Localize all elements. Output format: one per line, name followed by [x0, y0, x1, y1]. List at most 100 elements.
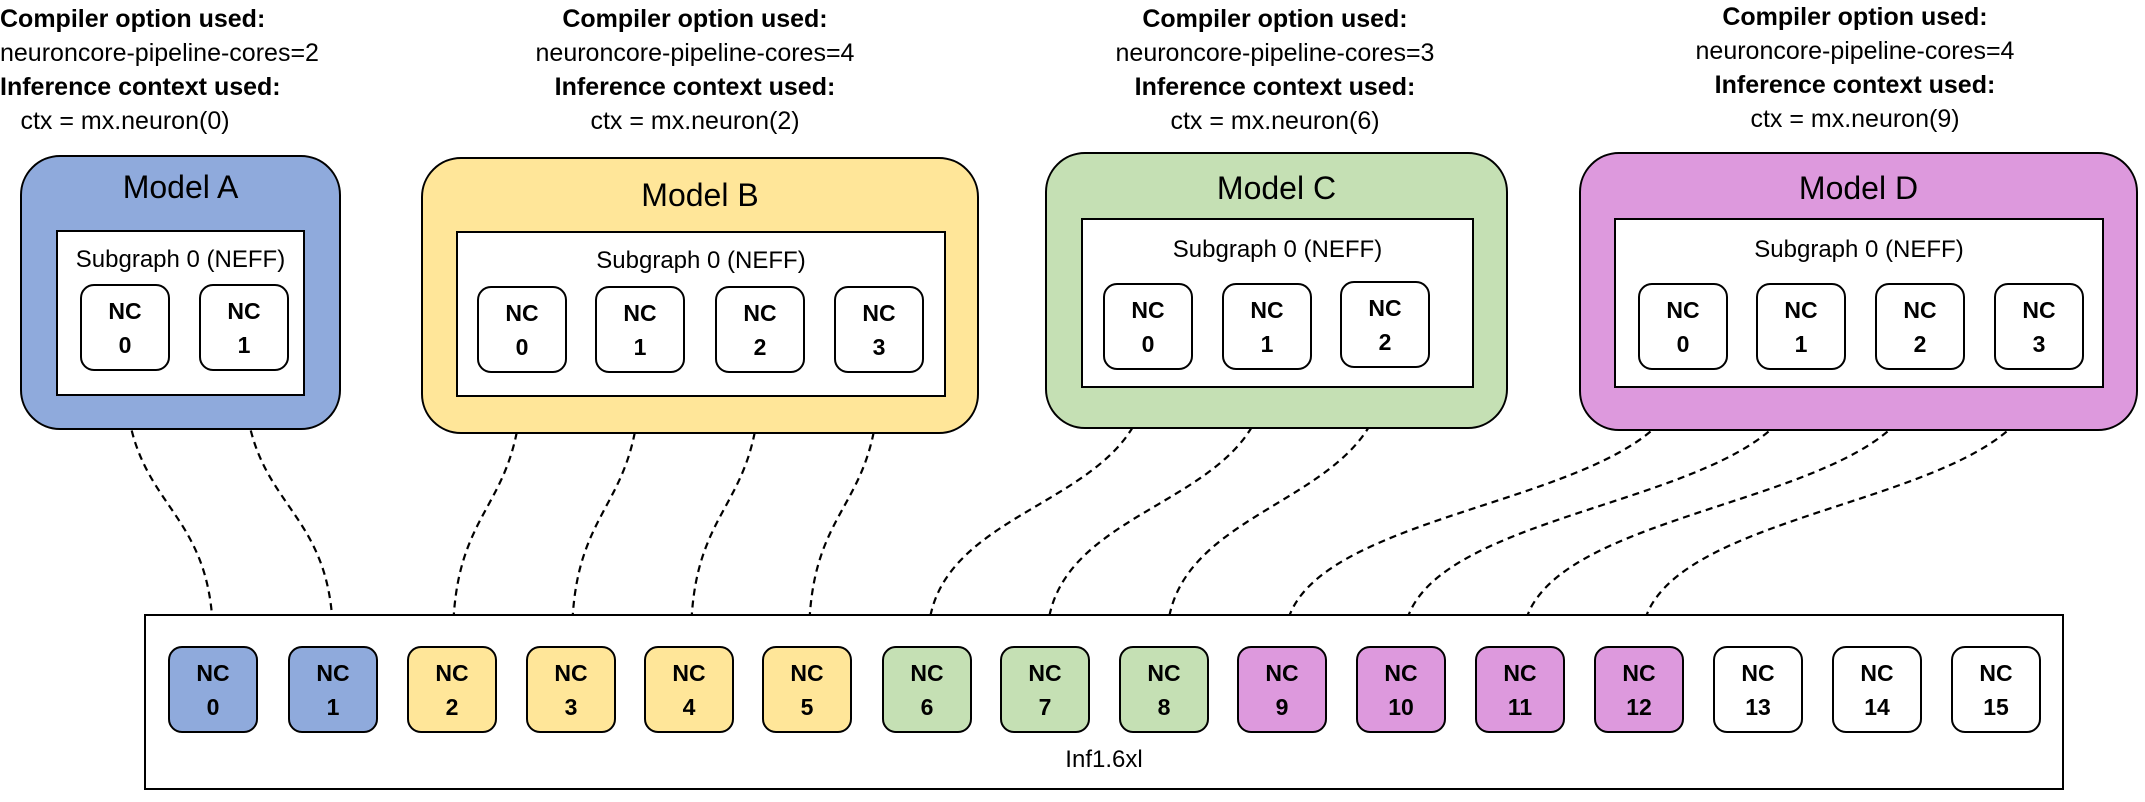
- model-title: Model C: [1216, 170, 1337, 206]
- instance-core-8: NC 8: [1119, 646, 1209, 733]
- core-label: NC: [435, 659, 469, 686]
- subgraph-title: Subgraph 0 (NEFF): [596, 247, 806, 274]
- core-index: 6: [920, 693, 934, 720]
- instance-core-2: NC 2: [407, 646, 497, 733]
- core-label: NC: [672, 659, 706, 686]
- core-index: 3: [872, 333, 886, 360]
- mapping-arrow-12: [1640, 369, 2041, 647]
- compiler-option-label: Compiler option used:: [1722, 3, 1988, 31]
- model-c-core-2: NC 2: [1340, 281, 1430, 368]
- model-c-core-0: NC 0: [1103, 283, 1193, 370]
- core-index: 8: [1157, 693, 1171, 720]
- caption-model-c: Compiler option used: neuroncore-pipelin…: [1090, 2, 1460, 138]
- core-label: NC: [1784, 296, 1818, 323]
- caption-model-a: Compiler option used: neuroncore-pipelin…: [0, 2, 319, 138]
- inference-context-value: ctx = mx.neuron(9): [1750, 105, 1960, 133]
- caption-model-d: Compiler option used: neuroncore-pipelin…: [1670, 0, 2040, 136]
- core-index: 0: [206, 693, 220, 720]
- compiler-option-label: Compiler option used:: [0, 5, 266, 33]
- core-index: 1: [1794, 330, 1808, 357]
- core-label: NC: [1503, 659, 1537, 686]
- core-index: 13: [1745, 693, 1771, 720]
- model-b-core-0: NC 0: [477, 286, 567, 373]
- core-label: NC: [554, 659, 588, 686]
- model-d-core-2: NC 2: [1875, 283, 1965, 370]
- mapping-arrow-4: [689, 372, 762, 647]
- core-label: NC: [108, 297, 142, 324]
- core-label: NC: [227, 297, 261, 324]
- core-label: NC: [1741, 659, 1775, 686]
- core-label: NC: [1147, 659, 1181, 686]
- model-b-core-2: NC 2: [715, 286, 805, 373]
- core-index: 1: [237, 331, 251, 358]
- model-b-core-1: NC 1: [595, 286, 685, 373]
- inference-context-label: Inference context used:: [1714, 71, 1996, 99]
- compiler-option-value: neuroncore-pipeline-cores=2: [0, 39, 319, 67]
- core-label: NC: [316, 659, 350, 686]
- core-index: 15: [1983, 693, 2009, 720]
- core-index: 12: [1626, 693, 1652, 720]
- core-index: 4: [682, 693, 696, 720]
- core-label: NC: [1265, 659, 1299, 686]
- core-label: NC: [1384, 659, 1418, 686]
- model-d-core-3: NC 3: [1994, 283, 2084, 370]
- core-index: 7: [1038, 693, 1052, 720]
- instance-core-5: NC 5: [762, 646, 852, 733]
- core-label: NC: [1979, 659, 2013, 686]
- model-title: Model A: [122, 169, 239, 205]
- core-label: NC: [1131, 296, 1165, 323]
- mapping-arrow-3: [570, 372, 642, 647]
- inference-context-label: Inference context used:: [1134, 73, 1416, 101]
- instance-core-6: NC 6: [882, 646, 972, 733]
- core-index: 1: [326, 693, 340, 720]
- core-label: NC: [862, 299, 896, 326]
- core-label: NC: [196, 659, 230, 686]
- core-index: 0: [1141, 330, 1155, 357]
- model-d-core-1: NC 1: [1756, 283, 1846, 370]
- mapping-arrow-10: [1402, 369, 1803, 647]
- core-label: NC: [505, 299, 539, 326]
- core-label: NC: [623, 299, 657, 326]
- subgraph-title: Subgraph 0 (NEFF): [1754, 236, 1964, 263]
- core-index: 11: [1507, 693, 1533, 720]
- instance-core-13: NC 13: [1713, 646, 1803, 733]
- core-index: 2: [445, 693, 459, 720]
- instance-core-9: NC 9: [1237, 646, 1327, 733]
- inference-context-label: Inference context used:: [554, 73, 836, 101]
- instance-core-7: NC 7: [1000, 646, 1090, 733]
- core-label: NC: [1028, 659, 1062, 686]
- compiler-option-value: neuroncore-pipeline-cores=4: [535, 39, 855, 67]
- model-title: Model B: [641, 177, 759, 213]
- core-label: NC: [910, 659, 944, 686]
- core-index: 1: [633, 333, 647, 360]
- mapping-arrow-5: [807, 372, 881, 647]
- core-label: NC: [2022, 296, 2056, 323]
- core-index: 0: [1676, 330, 1690, 357]
- core-label: NC: [1903, 296, 1937, 323]
- inference-context-value: ctx = mx.neuron(0): [20, 107, 230, 135]
- core-label: NC: [1368, 294, 1402, 321]
- model-b-core-3: NC 3: [834, 286, 924, 373]
- inference-context-value: ctx = mx.neuron(6): [1170, 107, 1380, 135]
- inference-context-value: ctx = mx.neuron(2): [590, 107, 800, 135]
- core-label: NC: [790, 659, 824, 686]
- model-a-box: Model A Subgraph 0 (NEFF): [20, 155, 341, 430]
- compiler-option-value: neuroncore-pipeline-cores=4: [1695, 37, 2015, 65]
- model-c-core-1: NC 1: [1222, 283, 1312, 370]
- core-label: NC: [1666, 296, 1700, 323]
- compiler-option-label: Compiler option used:: [562, 5, 828, 33]
- core-index: 5: [800, 693, 814, 720]
- model-a-core-1: NC 1: [199, 284, 289, 371]
- model-d-core-0: NC 0: [1638, 283, 1728, 370]
- core-index: 2: [753, 333, 767, 360]
- core-label: NC: [1860, 659, 1894, 686]
- mapping-arrow-2: [451, 372, 524, 647]
- instance-core-11: NC 11: [1475, 646, 1565, 733]
- core-index: 3: [2032, 330, 2046, 357]
- subgraph-title: Subgraph 0 (NEFF): [75, 246, 286, 273]
- core-index: 9: [1275, 693, 1289, 720]
